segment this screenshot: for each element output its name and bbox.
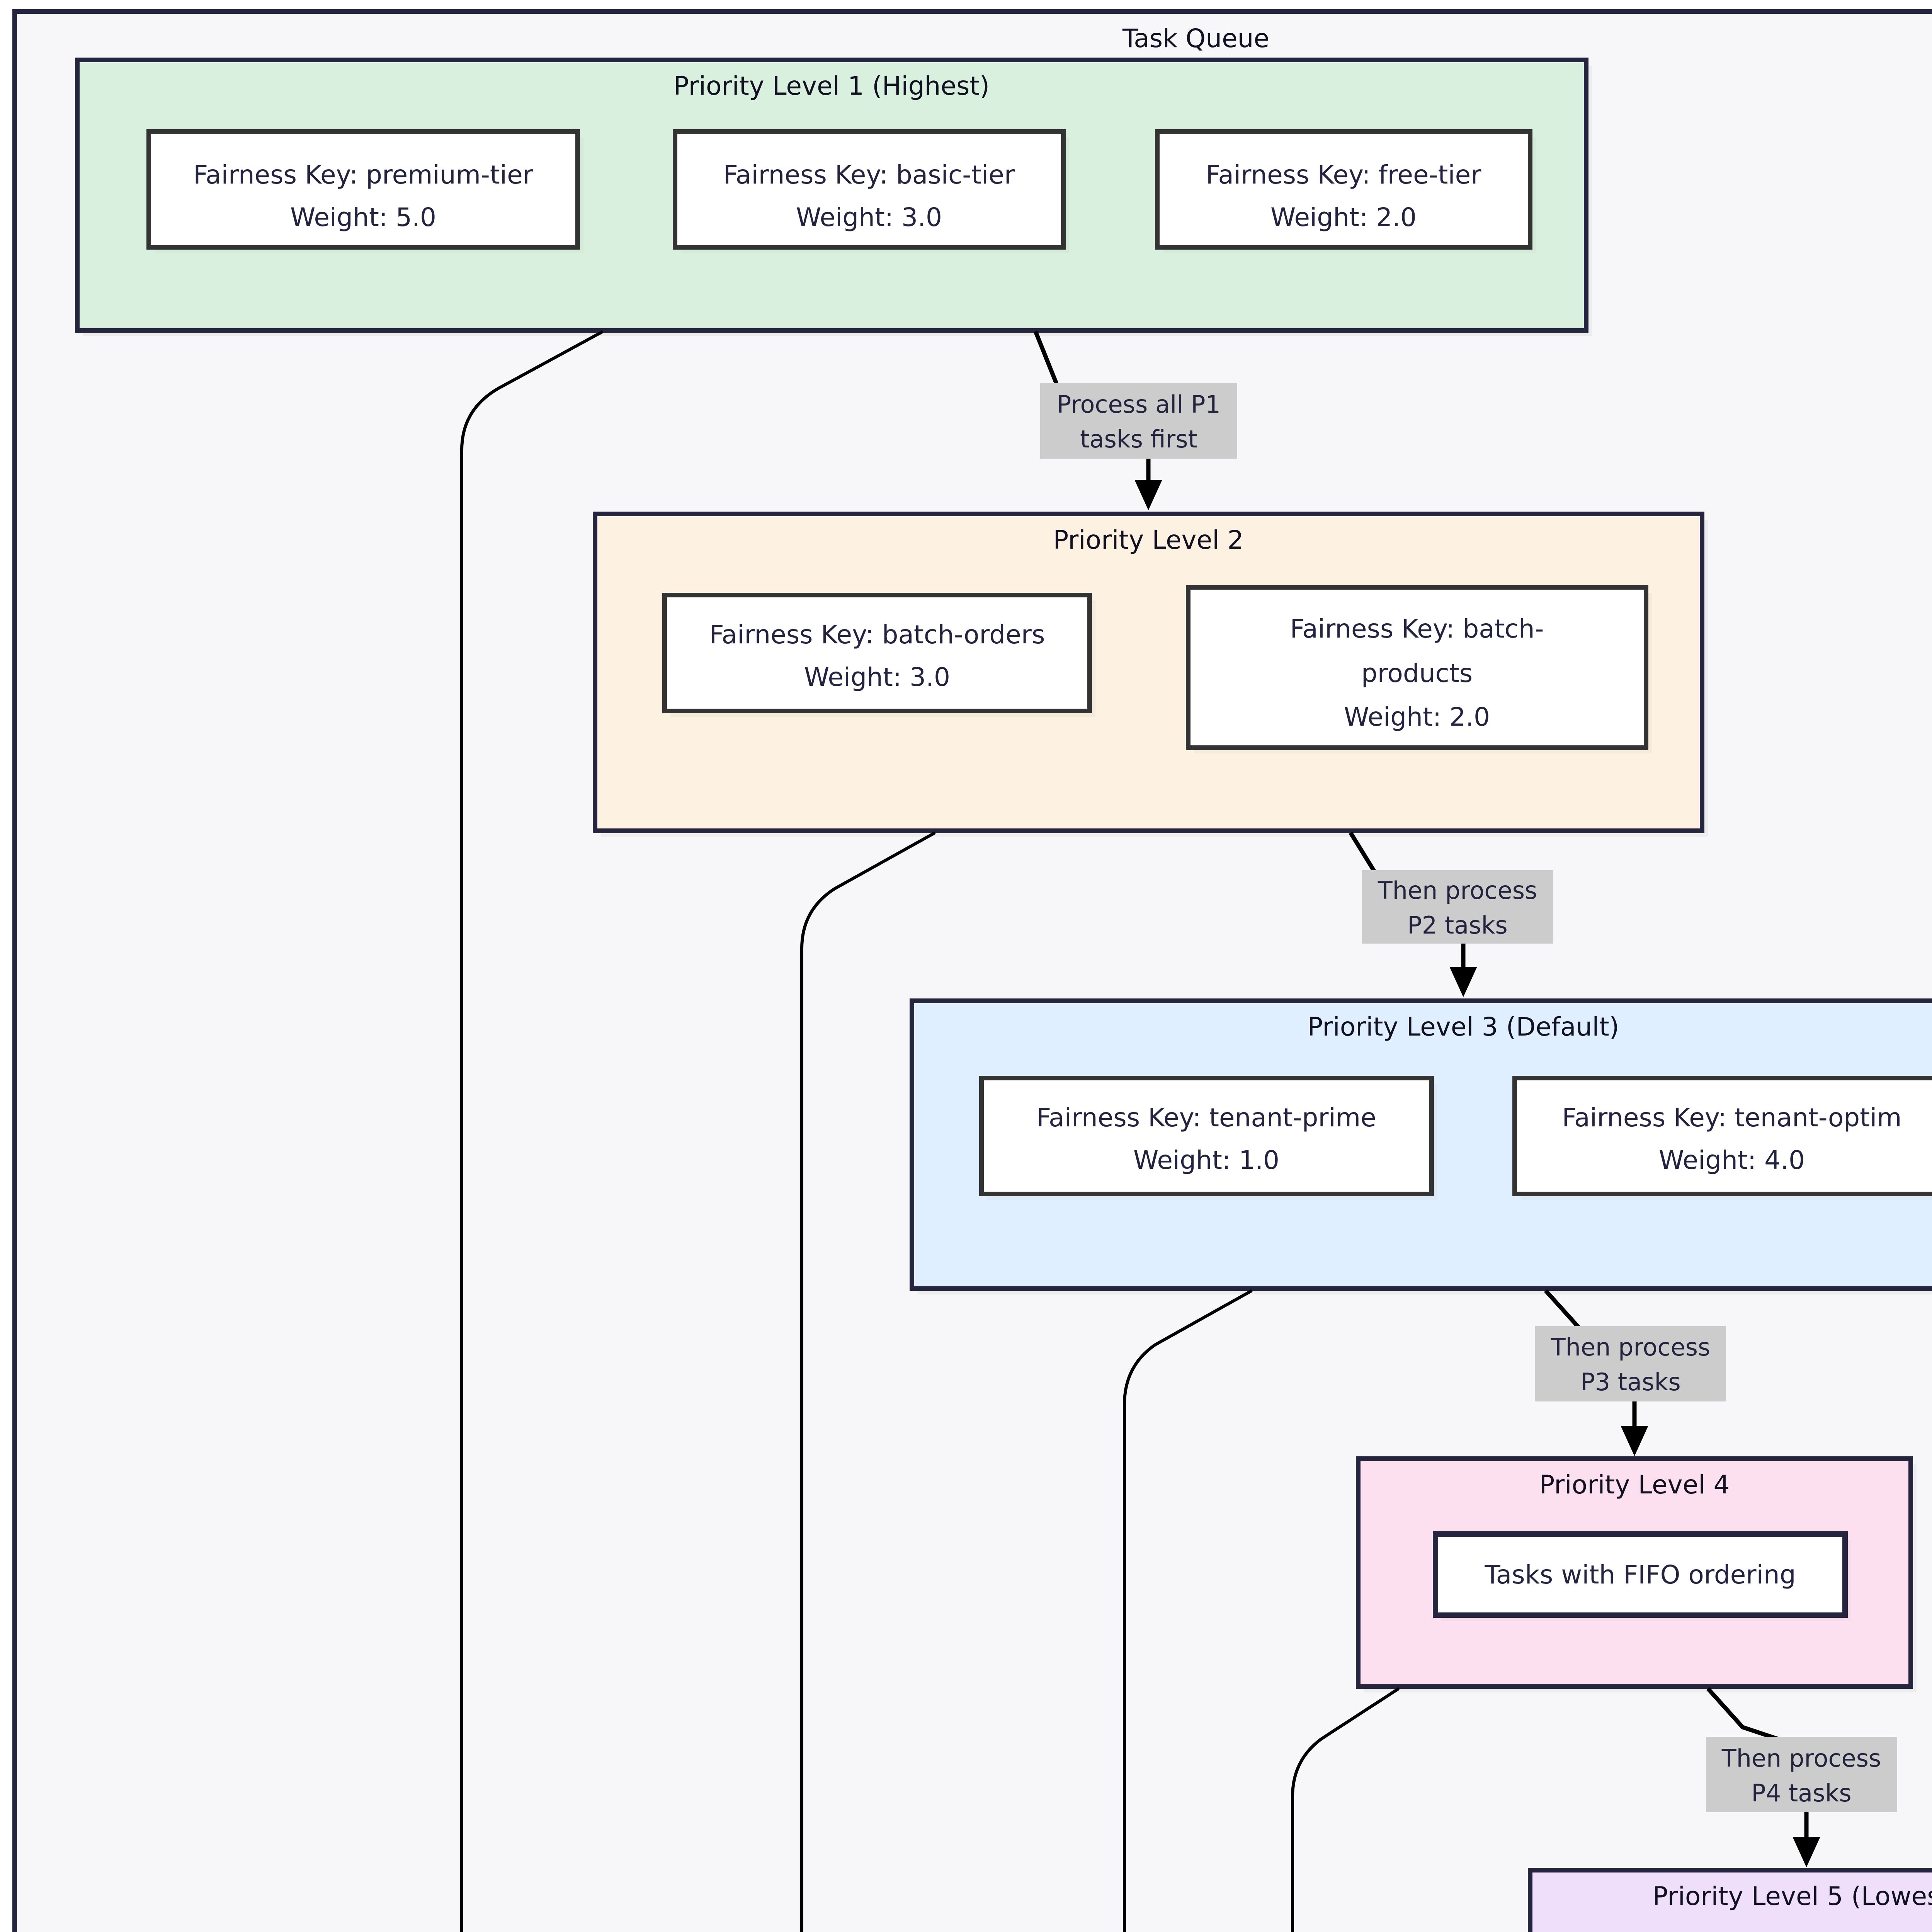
card-key-line: Fairness Key: tenant-prime bbox=[1036, 1103, 1376, 1133]
edge-label-line-b: P3 tasks bbox=[1580, 1368, 1680, 1396]
edge-label-p3-p4: Then process P3 tasks bbox=[1535, 1326, 1726, 1401]
cluster-title-p5: Priority Level 5 (Lowest) bbox=[1653, 1881, 1932, 1911]
cluster-title-p3: Priority Level 3 (Default) bbox=[1308, 1012, 1619, 1042]
card-key-line: Fairness Key: batch-orders bbox=[709, 620, 1045, 650]
fairness-card-tenant-prime[interactable]: Fairness Key: tenant-prime Weight: 1.0 bbox=[979, 1076, 1437, 1200]
edge-label-line-a: Then process bbox=[1721, 1744, 1881, 1772]
frame-title: Task Queue bbox=[1122, 24, 1269, 53]
cluster-priority-level-1[interactable]: Priority Level 1 (Highest) Fairness Key:… bbox=[75, 58, 1592, 336]
edge-label-p2-p3: Then process P2 tasks bbox=[1362, 870, 1553, 944]
edge-p3-to-workers bbox=[1123, 1289, 1253, 1932]
fairness-card-free-tier[interactable]: Fairness Key: free-tier Weight: 2.0 bbox=[1155, 129, 1536, 253]
edge-label-line-b: tasks first bbox=[1080, 425, 1197, 453]
card-key-line: Fairness Key: premium-tier bbox=[193, 160, 533, 190]
cluster-title-p1: Priority Level 1 (Highest) bbox=[673, 71, 990, 101]
edge-label-p4-p5: Then process P4 tasks bbox=[1706, 1737, 1897, 1812]
card-key-line: Fairness Key: tenant-optim bbox=[1562, 1103, 1901, 1133]
card-weight-line: Weight: 2.0 bbox=[1344, 702, 1490, 732]
cluster-priority-level-3[interactable]: Priority Level 3 (Default) Fairness Key:… bbox=[910, 998, 1932, 1294]
edge-label-line-a: Process all P1 bbox=[1057, 390, 1221, 418]
card-weight-line: Weight: 4.0 bbox=[1659, 1145, 1805, 1175]
cluster-priority-level-2[interactable]: Priority Level 2 Fairness Key: batch-ord… bbox=[593, 512, 1708, 837]
fifo-card-p4[interactable]: Tasks with FIFO ordering bbox=[1433, 1531, 1851, 1621]
card-weight-line: Weight: 3.0 bbox=[796, 202, 942, 232]
edge-p2-to-workers bbox=[800, 831, 936, 1932]
card-key-line: Tasks with FIFO ordering bbox=[1484, 1560, 1796, 1590]
fairness-card-batch-products[interactable]: Fairness Key: batch- products Weight: 2.… bbox=[1186, 585, 1652, 753]
fairness-card-basic-tier[interactable]: Fairness Key: basic-tier Weight: 3.0 bbox=[673, 129, 1069, 253]
cluster-title-p2: Priority Level 2 bbox=[1053, 525, 1243, 555]
edge-label-line-b: P2 tasks bbox=[1407, 911, 1507, 939]
cluster-title-p4: Priority Level 4 bbox=[1539, 1470, 1730, 1500]
card-weight-line: Weight: 1.0 bbox=[1133, 1145, 1279, 1175]
edge-p4-to-workers bbox=[1291, 1687, 1400, 1932]
card-key-line-a: Fairness Key: batch- bbox=[1290, 614, 1544, 644]
cluster-priority-level-4[interactable]: Priority Level 4 Tasks with FIFO orderin… bbox=[1356, 1456, 1917, 1692]
card-weight-line: Weight: 2.0 bbox=[1270, 202, 1417, 232]
card-weight-line: Weight: 5.0 bbox=[290, 202, 436, 232]
fairness-card-premium-tier[interactable]: Fairness Key: premium-tier Weight: 5.0 bbox=[146, 129, 583, 253]
edge-label-p1-p2: Process all P1 tasks first bbox=[1040, 383, 1237, 459]
edge-label-line-a: Then process bbox=[1551, 1333, 1711, 1361]
card-weight-line: Weight: 3.0 bbox=[804, 662, 950, 692]
card-key-line: Fairness Key: basic-tier bbox=[723, 160, 1015, 190]
edge-p4-to-p5 bbox=[1706, 1687, 1806, 1859]
fairness-card-batch-orders[interactable]: Fairness Key: batch-orders Weight: 3.0 bbox=[662, 593, 1095, 717]
edge-label-line-a: Then process bbox=[1378, 876, 1537, 905]
edge-p1-to-workers bbox=[460, 330, 604, 1932]
card-key-line: Fairness Key: free-tier bbox=[1206, 160, 1482, 190]
edge-label-line-b: P4 tasks bbox=[1751, 1779, 1851, 1807]
card-key-line-b: products bbox=[1361, 658, 1473, 688]
cluster-priority-level-5[interactable]: Priority Level 5 (Lowest) Tasks with FIF… bbox=[1528, 1868, 1932, 1932]
fairness-card-tenant-optim[interactable]: Fairness Key: tenant-optim Weight: 4.0 bbox=[1512, 1076, 1932, 1200]
